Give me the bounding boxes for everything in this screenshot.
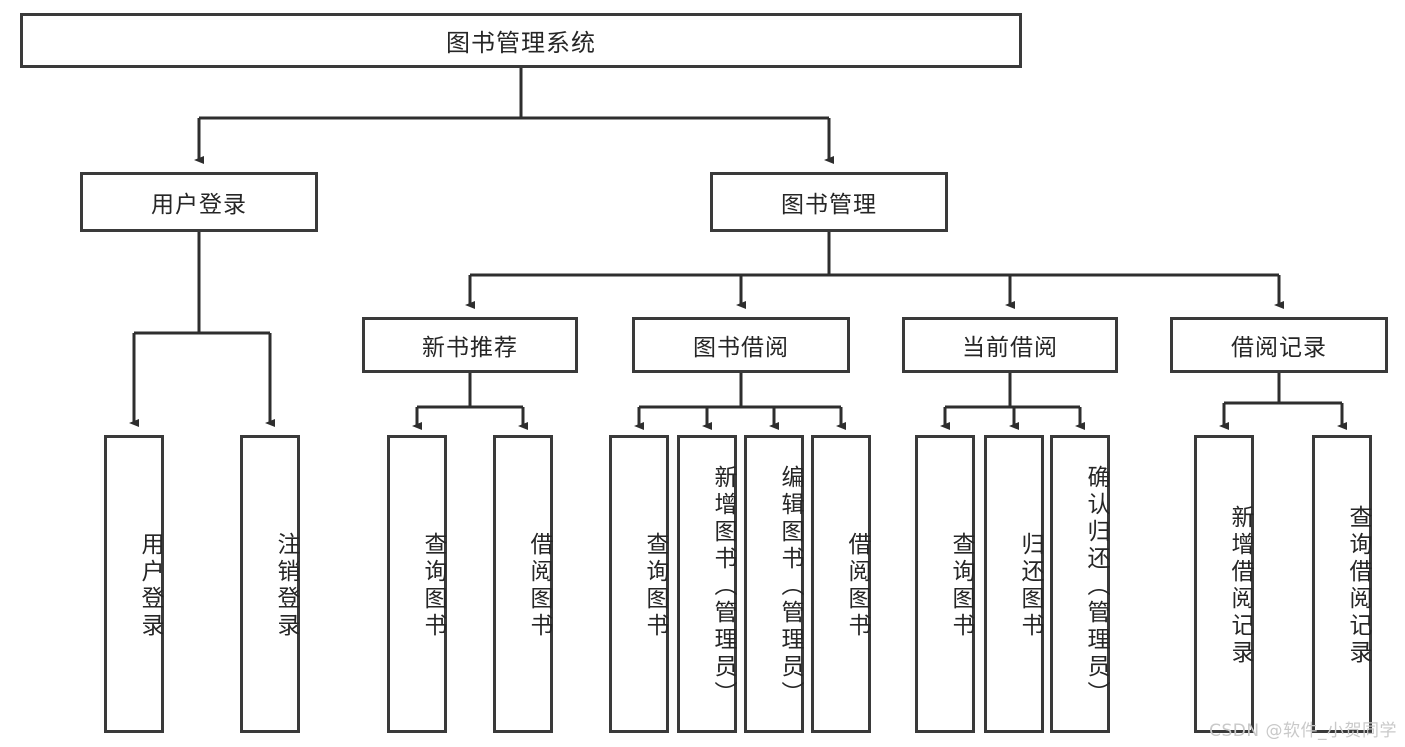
node-user-login[interactable]: 用户登录 bbox=[80, 172, 318, 232]
node-leaf-user-login-label: 用户登录 bbox=[137, 532, 163, 640]
node-leaf-confirm-return[interactable]: 确认归还（管理员） bbox=[1050, 435, 1110, 733]
node-leaf-query-book-2-label: 查询图书 bbox=[642, 532, 668, 640]
node-leaf-add-book[interactable]: 新增图书（管理员） bbox=[677, 435, 737, 733]
node-leaf-borrow-book-2-label: 借阅图书 bbox=[844, 532, 870, 640]
node-new-book-recommend[interactable]: 新书推荐 bbox=[362, 317, 578, 373]
node-leaf-borrow-book-1[interactable]: 借阅图书 bbox=[493, 435, 553, 733]
node-book-manage-label: 图书管理 bbox=[781, 192, 877, 218]
node-leaf-borrow-book-1-label: 借阅图书 bbox=[526, 532, 552, 640]
node-leaf-user-logout[interactable]: 注销登录 bbox=[240, 435, 300, 733]
node-book-manage[interactable]: 图书管理 bbox=[710, 172, 948, 232]
node-current-borrow-label: 当前借阅 bbox=[962, 335, 1058, 361]
node-user-login-label: 用户登录 bbox=[151, 192, 247, 218]
node-leaf-query-book-2[interactable]: 查询图书 bbox=[609, 435, 669, 733]
node-borrow-record[interactable]: 借阅记录 bbox=[1170, 317, 1388, 373]
node-leaf-query-book-3[interactable]: 查询图书 bbox=[915, 435, 975, 733]
node-leaf-query-record[interactable]: 查询借阅记录 bbox=[1312, 435, 1372, 733]
node-leaf-query-book-1[interactable]: 查询图书 bbox=[387, 435, 447, 733]
node-leaf-add-record-label: 新增借阅记录 bbox=[1227, 505, 1253, 667]
node-leaf-add-book-label: 新增图书（管理员） bbox=[710, 464, 736, 708]
node-current-borrow[interactable]: 当前借阅 bbox=[902, 317, 1118, 373]
node-leaf-query-book-3-label: 查询图书 bbox=[948, 532, 974, 640]
node-leaf-user-logout-label: 注销登录 bbox=[273, 532, 299, 640]
node-leaf-return-book[interactable]: 归还图书 bbox=[984, 435, 1044, 733]
node-leaf-query-book-1-label: 查询图书 bbox=[420, 532, 446, 640]
node-leaf-edit-book-label: 编辑图书（管理员） bbox=[777, 464, 803, 708]
node-leaf-confirm-return-label: 确认归还（管理员） bbox=[1083, 464, 1109, 708]
node-root-label: 图书管理系统 bbox=[446, 29, 596, 57]
node-borrow-record-label: 借阅记录 bbox=[1231, 335, 1327, 361]
node-leaf-add-record[interactable]: 新增借阅记录 bbox=[1194, 435, 1254, 733]
node-root[interactable]: 图书管理系统 bbox=[20, 13, 1022, 68]
node-book-borrow-label: 图书借阅 bbox=[693, 335, 789, 361]
node-book-borrow[interactable]: 图书借阅 bbox=[632, 317, 850, 373]
node-leaf-user-login[interactable]: 用户登录 bbox=[104, 435, 164, 733]
node-leaf-query-record-label: 查询借阅记录 bbox=[1345, 505, 1371, 667]
watermark: CSDN @软件_小贺同学 bbox=[1209, 721, 1397, 741]
node-leaf-edit-book[interactable]: 编辑图书（管理员） bbox=[744, 435, 804, 733]
node-leaf-return-book-label: 归还图书 bbox=[1017, 532, 1043, 640]
node-leaf-borrow-book-2[interactable]: 借阅图书 bbox=[811, 435, 871, 733]
node-new-book-recommend-label: 新书推荐 bbox=[422, 335, 518, 361]
